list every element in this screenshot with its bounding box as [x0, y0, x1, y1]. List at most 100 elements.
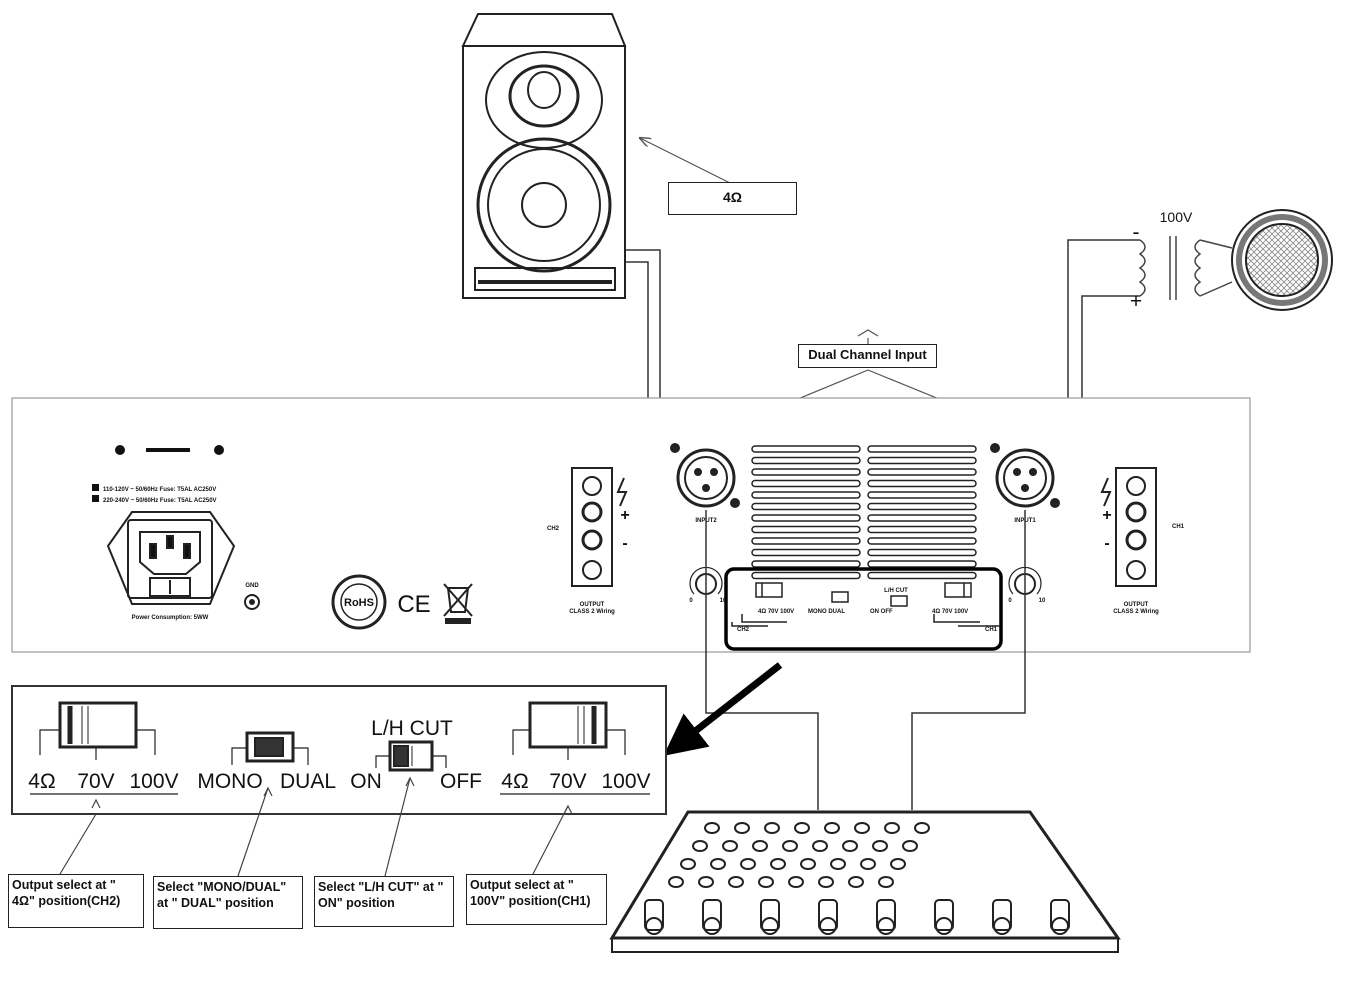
- mixer-knob: [680, 858, 696, 870]
- ch2-70v: 70V: [77, 770, 114, 793]
- mixer-knob: [800, 858, 816, 870]
- mixer-knob: [668, 876, 684, 888]
- mixer-fader: [644, 899, 664, 931]
- mixer-knob: [692, 840, 708, 852]
- mixer-knob: [698, 876, 714, 888]
- rohs-logo: RoHS: [331, 574, 387, 630]
- panel-indicator: [115, 445, 224, 455]
- vent-slot: [867, 537, 977, 545]
- mono-label: MONO: [197, 770, 262, 793]
- weee-icon: [443, 583, 473, 624]
- ground-screw-icon: [244, 594, 260, 610]
- mixer-fader-cap: [645, 917, 663, 935]
- terminal-block-ch1: [1115, 467, 1157, 587]
- ch2-output-switch: [30, 701, 178, 795]
- mixer-knob: [848, 876, 864, 888]
- ohm-label-arrow: [640, 138, 731, 184]
- transformer-icon: [1138, 236, 1233, 300]
- on-label: ON: [350, 770, 382, 793]
- mixer-knob: [764, 822, 780, 834]
- terminal-ch1-minus: -: [1104, 535, 1109, 552]
- vent-grille: [751, 445, 977, 580]
- mini-switch-labels-onoff: ON OFF: [870, 609, 893, 615]
- mixer-knob: [902, 840, 918, 852]
- mixer-fader: [818, 899, 838, 931]
- vent-slot: [867, 479, 977, 488]
- knob-ch2-max: 10: [720, 598, 727, 604]
- xlr-input1: [990, 443, 1060, 508]
- mixer-fader-cap: [993, 917, 1011, 935]
- mixer-knob: [914, 822, 930, 834]
- line-100v-label: 100V: [1160, 209, 1193, 225]
- power-inlet: [106, 511, 236, 605]
- ch1-100v: 100V: [601, 770, 650, 793]
- voltage-line-2: 220-240V ~ 50/60Hz Fuse: T5AL AC250V: [103, 498, 217, 504]
- note-ch2-output: Output select at " 4Ω" position(CH2): [8, 874, 144, 928]
- mixer-fader: [934, 899, 954, 931]
- voltage-checkbox-2: [92, 495, 99, 502]
- vent-slot: [751, 445, 861, 453]
- knob-ch2-min: 0: [689, 598, 693, 604]
- mixer-fader: [992, 899, 1012, 931]
- mixer-knob: [854, 822, 870, 834]
- vent-slot: [867, 491, 977, 499]
- mini-switch-labels-ch2: 4Ω 70V 100V: [758, 609, 794, 615]
- vent-slot: [867, 468, 977, 476]
- input-cables: [705, 510, 1026, 810]
- mixer-knob: [860, 858, 876, 870]
- terminal-ch2-minus: -: [622, 535, 627, 552]
- vent-slot: [751, 479, 861, 488]
- mixer-knob: [872, 840, 888, 852]
- mini-switch-labels-ch1: 4Ω 70V 100V: [932, 609, 968, 615]
- switch-area-highlight: [724, 567, 1003, 651]
- dual-label: DUAL: [280, 770, 336, 793]
- vent-slot: [867, 445, 977, 453]
- dual-channel-input-label: Dual Channel Input: [808, 347, 927, 362]
- note-mono-dual: Select "MONO/DUAL" at " DUAL" position: [153, 876, 303, 929]
- vent-slot: [751, 525, 861, 534]
- mixer-fader: [702, 899, 722, 931]
- amplifier-rear-panel: [11, 397, 1251, 653]
- mixer-fader-cap: [935, 917, 953, 935]
- mixer-fader-cap: [819, 917, 837, 935]
- mixer-knob: [728, 876, 744, 888]
- vent-slot: [867, 571, 977, 580]
- vent-slot: [751, 571, 861, 580]
- ohm-label-box: 4Ω: [668, 182, 797, 215]
- mixer-knob: [818, 876, 834, 888]
- vent-slot: [751, 502, 861, 511]
- ch1-output-switch: [500, 701, 650, 795]
- vent-slot: [867, 456, 977, 465]
- mixer-fader: [760, 899, 780, 931]
- mini-ch2-label: CH2: [737, 627, 750, 633]
- mixer-knob: [770, 858, 786, 870]
- ch1-4ohm: 4Ω: [501, 770, 528, 793]
- lh-cut-label: L/H CUT: [371, 717, 453, 740]
- knob-ch1-min: 0: [1008, 598, 1012, 604]
- switch-panel-zoom: [11, 685, 667, 815]
- transformer-plus: +: [1130, 290, 1142, 313]
- terminal-ch2-plus: +: [620, 507, 629, 524]
- knob-ch1-max: 10: [1039, 598, 1046, 604]
- hazard-icon-left: [616, 477, 628, 507]
- mixer-knob: [824, 822, 840, 834]
- vent-slot: [751, 537, 861, 545]
- vent-slot: [751, 491, 861, 499]
- mixer-fader-cap: [703, 917, 721, 935]
- vent-slot: [867, 548, 977, 557]
- svg-text:RoHS: RoHS: [344, 597, 374, 609]
- mixer-knob: [758, 876, 774, 888]
- mixer-knob: [842, 840, 858, 852]
- transformer-minus: -: [1133, 221, 1140, 244]
- mixer-knob: [734, 822, 750, 834]
- vent-slot: [867, 525, 977, 534]
- dual-channel-input-box: Dual Channel Input: [798, 344, 937, 368]
- mixer-knob: [722, 840, 738, 852]
- mixer-knob: [878, 876, 894, 888]
- mixer-knob: [752, 840, 768, 852]
- note-pointers: [59, 776, 573, 877]
- mixer-fader: [1050, 899, 1070, 931]
